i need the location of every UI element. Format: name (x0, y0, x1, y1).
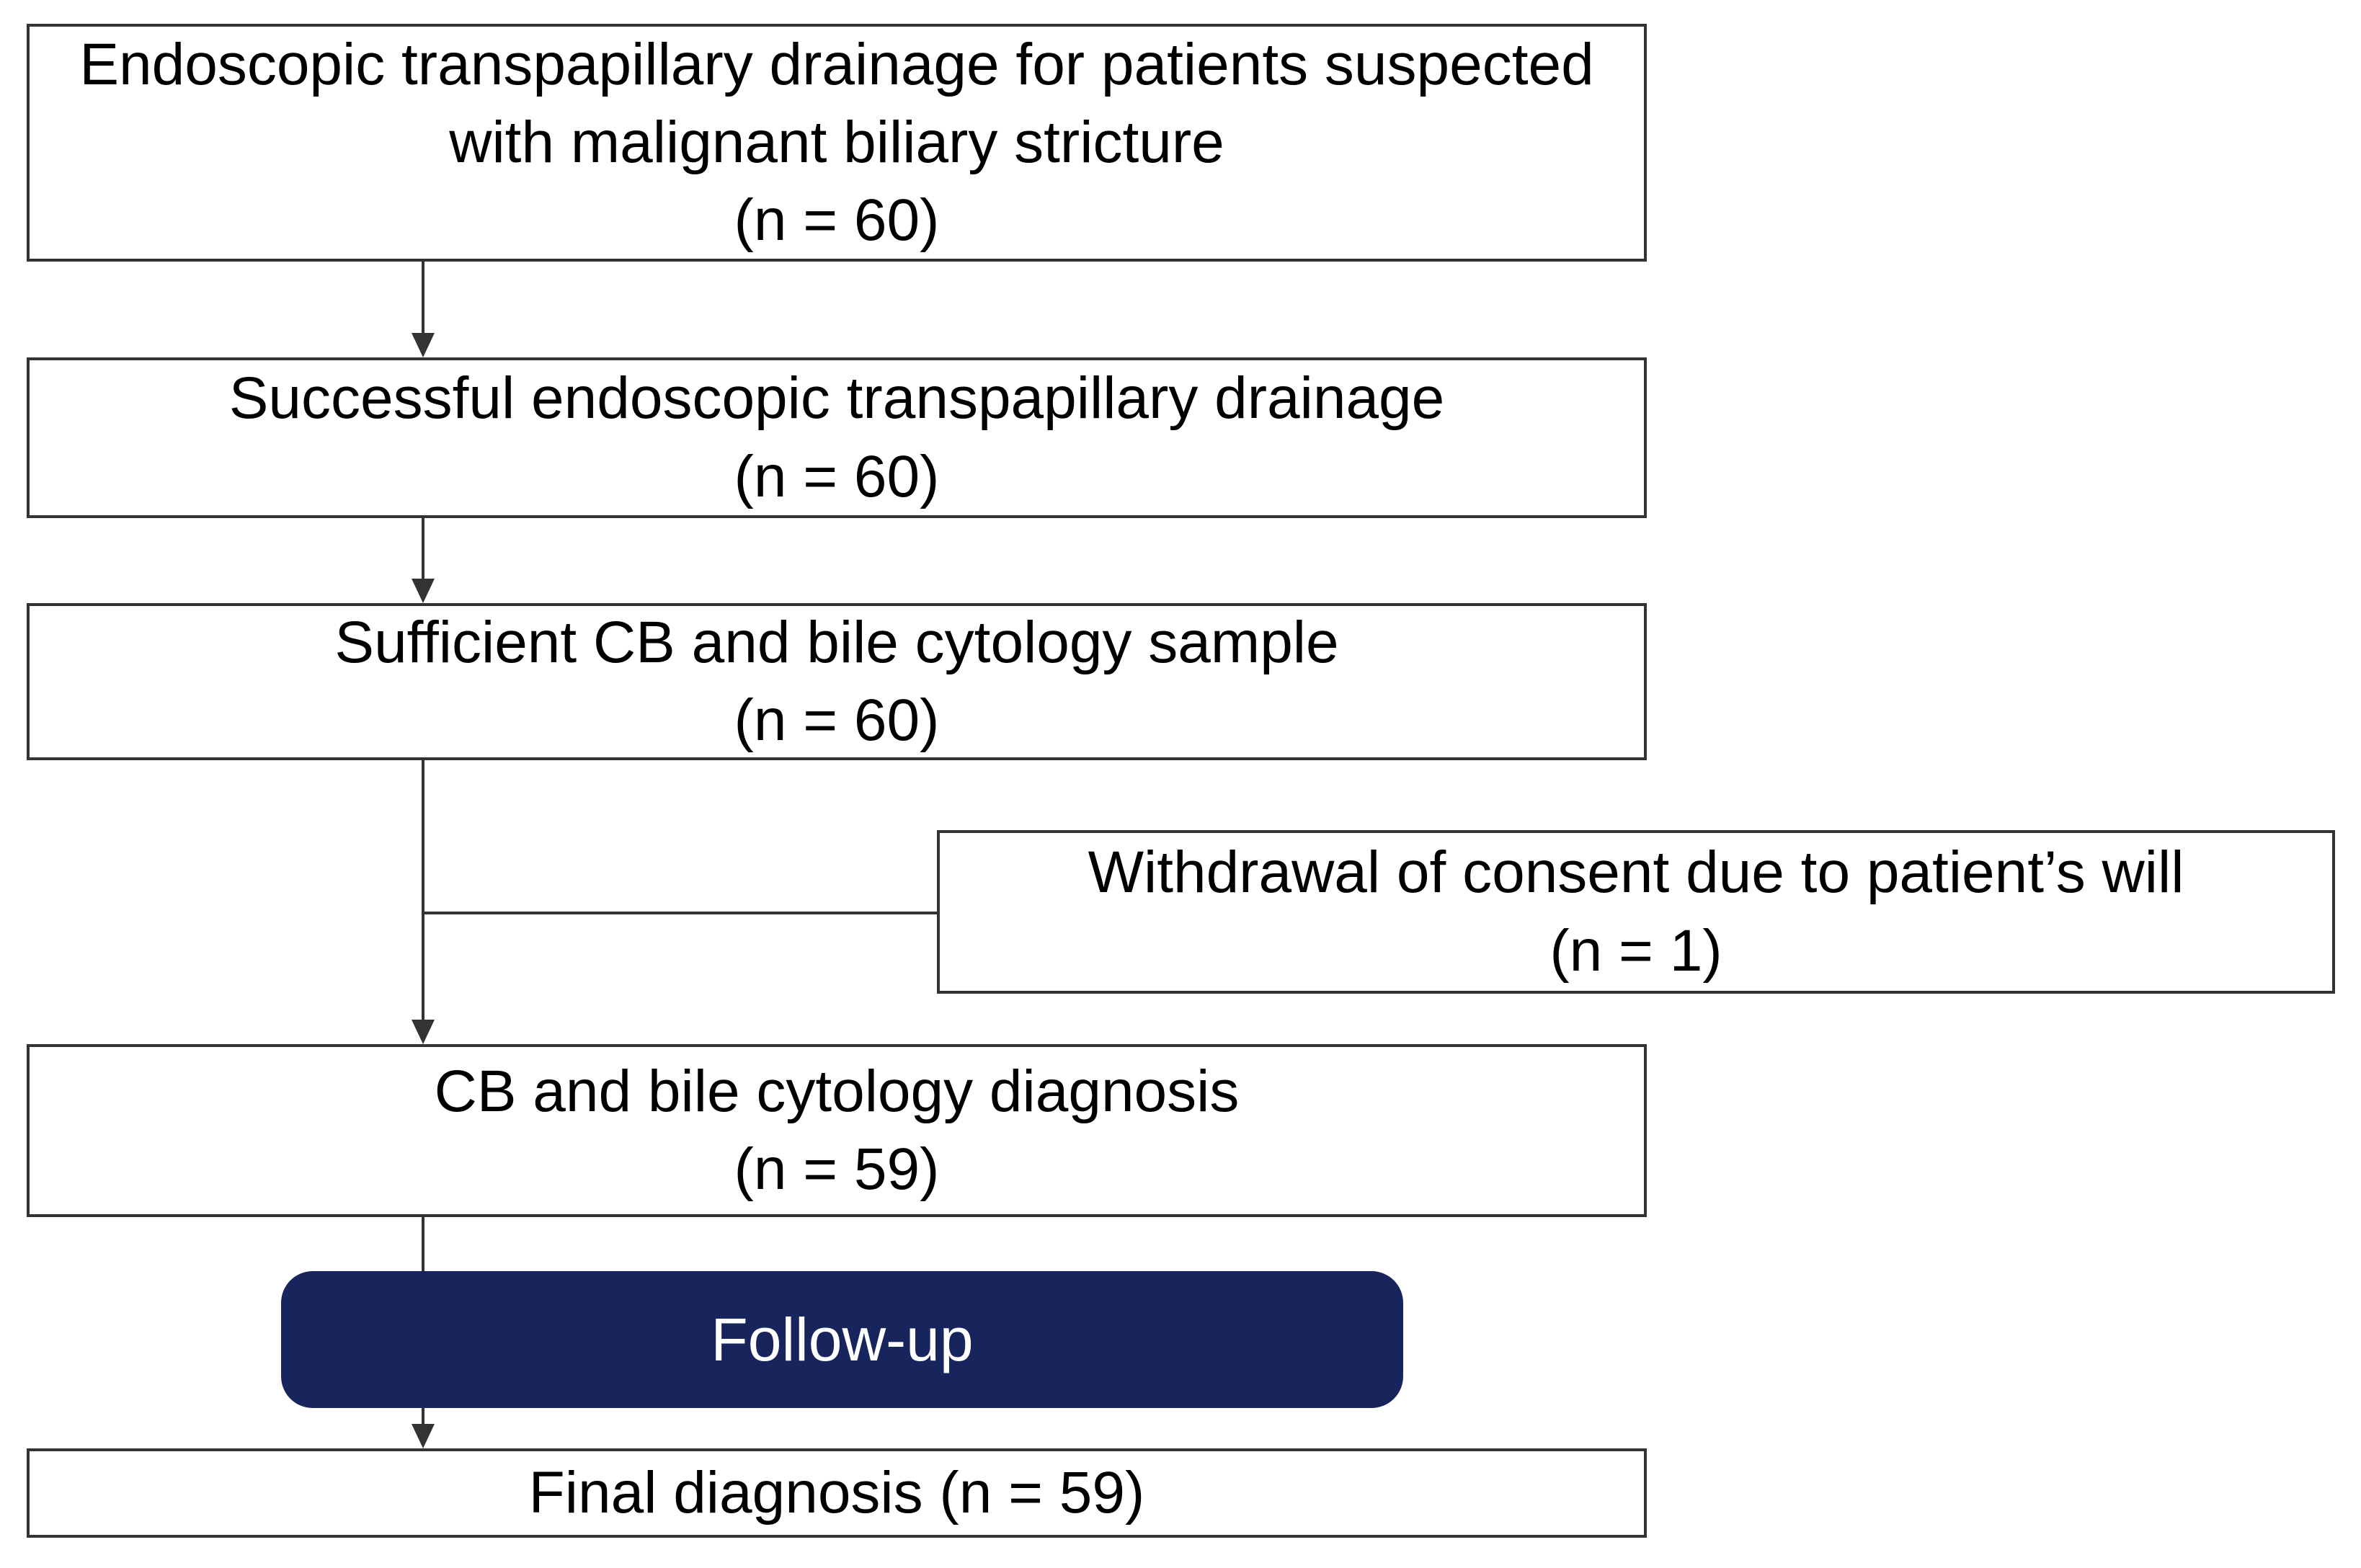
node-count-line: (n = 60) (734, 443, 940, 509)
node-text-line: Withdrawal of consent due to patient’s w… (1088, 839, 2184, 906)
line-diagnosis-to-follow-up (422, 1217, 424, 1273)
node-count-line: (n = 60) (734, 187, 940, 254)
node-enrollment: Endoscopic transpapillary drainage for p… (27, 24, 1647, 262)
follow-up-label: Follow-up (711, 1305, 974, 1373)
arrow-sample-to-diagnosis-line (422, 760, 424, 1022)
node-sufficient-sample: Sufficient CB and bile cytology sample (… (27, 603, 1647, 760)
arrow-follow-up-to-final-head (412, 1424, 435, 1448)
node-text-line: Sufficient CB and bile cytology sample (334, 609, 1339, 675)
node-final-diagnosis: Final diagnosis (n = 59) (27, 1448, 1647, 1538)
node-count-line: (n = 59) (734, 1136, 940, 1202)
node-text-line: CB and bile cytology diagnosis (434, 1058, 1240, 1124)
node-successful-drainage: Successful endoscopic transpapillary dra… (27, 357, 1647, 518)
arrow-drainage-to-sample-head (412, 579, 435, 603)
node-text-line: Final diagnosis (n = 59) (528, 1459, 1145, 1525)
arrow-enrollment-to-drainage-line (422, 262, 424, 335)
node-count-line: (n = 60) (734, 687, 940, 753)
node-count-line: (n = 1) (1549, 917, 1722, 984)
arrow-enrollment-to-drainage-head (412, 333, 435, 357)
arrow-follow-up-to-final-line (422, 1408, 424, 1426)
branch-line-to-withdrawal (423, 912, 937, 914)
node-withdrawal-exclusion: Withdrawal of consent due to patient’s w… (937, 830, 2335, 994)
arrow-drainage-to-sample-line (422, 518, 424, 581)
node-text-line: with malignant biliary stricture (449, 109, 1224, 175)
node-text-line: Successful endoscopic transpapillary dra… (228, 365, 1445, 432)
node-cytology-diagnosis: CB and bile cytology diagnosis (n = 59) (27, 1044, 1647, 1217)
node-text-line: Endoscopic transpapillary drainage for p… (79, 31, 1594, 97)
node-follow-up: Follow-up (281, 1271, 1403, 1408)
arrow-sample-to-diagnosis-head (412, 1020, 435, 1044)
